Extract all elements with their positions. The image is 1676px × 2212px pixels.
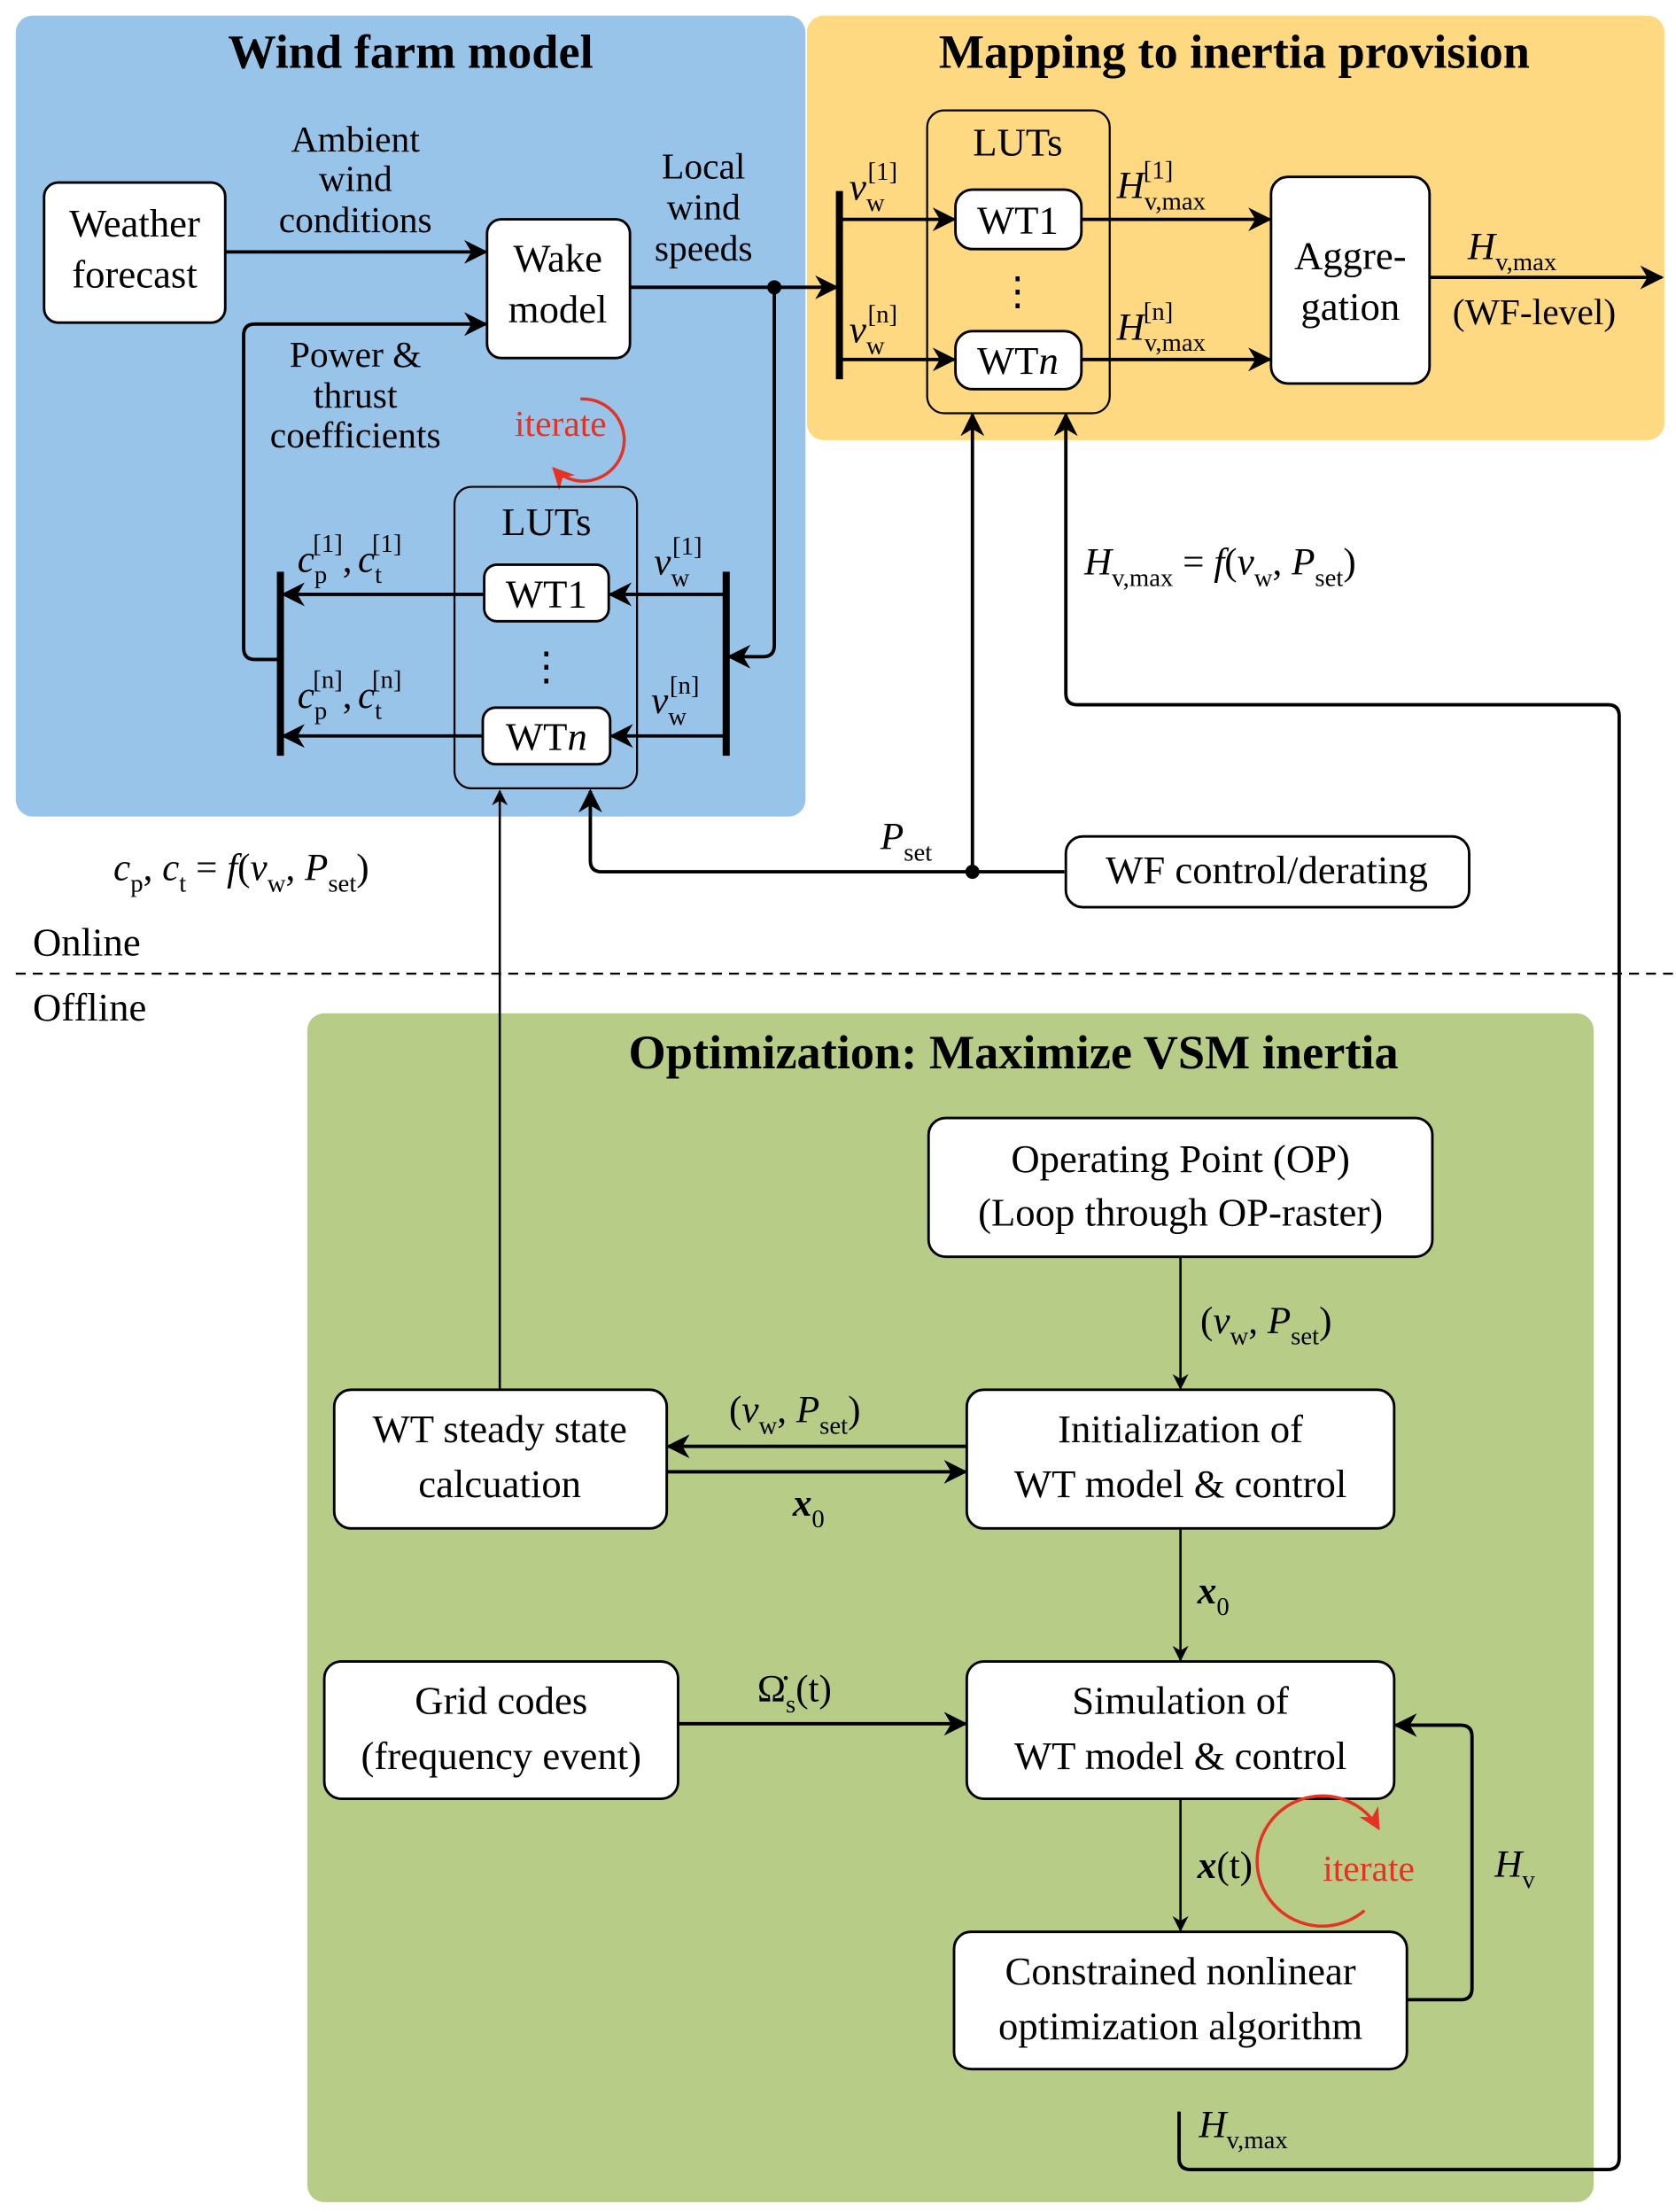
- wf-wtn-box: WTn: [481, 706, 612, 766]
- optimization-algorithm-box: Constrained nonlinear optimization algor…: [952, 1930, 1408, 2071]
- opt-line2: optimization algorithm: [998, 2004, 1362, 2048]
- aggregation-box: Aggre- gation: [1269, 175, 1432, 385]
- operating-point-box: Operating Point (OP) (Loop through OP-ra…: [927, 1116, 1434, 1259]
- mapping-title: Mapping to inertia provision: [939, 26, 1530, 79]
- hmax-eq-label: Hv,max = f(vw, Pset): [1083, 542, 1356, 593]
- grid-line2: (frequency event): [361, 1734, 641, 1778]
- wf-control-label: WF control/derating: [1106, 848, 1428, 892]
- svg-text:WTn: WTn: [506, 715, 587, 759]
- coeff-line2: thrust: [314, 375, 398, 415]
- wake-box-line1: Wake: [513, 237, 602, 281]
- ambient-line2: wind: [319, 159, 392, 199]
- wf-cpn-ctn-label: cp[n],ct[n]: [298, 665, 402, 725]
- wf-vw1-label: vw[1]: [654, 532, 702, 592]
- weather-box-line2: forecast: [72, 252, 198, 296]
- coefficients-label: Power & thrust coefficients: [270, 334, 441, 455]
- ambient-line1: Ambient: [291, 119, 421, 159]
- map-luts-group: [926, 109, 1111, 415]
- map-output-note: (WF-level): [1453, 291, 1616, 333]
- iterate-label-wf: iterate: [515, 403, 607, 444]
- weather-forecast-box: Weather forecast: [43, 181, 227, 324]
- cpct-eq-label: cp, ct = f(vw, Pset): [113, 848, 369, 898]
- xt-label: x(t): [1197, 1845, 1253, 1887]
- map-output-label: Hv,max: [1467, 226, 1557, 276]
- junction-dot-pset: [965, 865, 980, 880]
- wind-farm-title: Wind farm model: [228, 26, 593, 79]
- init-line2: WT model & control: [1014, 1462, 1346, 1506]
- svg-text:WTn: WTn: [977, 338, 1059, 383]
- map-wtn-box: WTn: [954, 330, 1083, 391]
- wake-box-line2: model: [508, 287, 608, 331]
- hmax-offline-label: Hv,max: [1198, 2104, 1288, 2154]
- op-line1: Operating Point (OP): [1011, 1137, 1350, 1181]
- steady-line2: calcuation: [418, 1462, 581, 1506]
- map-hn-label: Hv,max[n]: [1116, 298, 1207, 357]
- local-wind-label: Local wind speeds: [655, 145, 753, 268]
- map-wtn-prefix: WT: [977, 338, 1039, 383]
- sim-line2: WT model & control: [1014, 1734, 1346, 1778]
- iterate-loop-wind-farm: iterate: [515, 397, 626, 491]
- wf-cp1-ct1-label: cp[1],ct[1]: [298, 530, 402, 589]
- sim-line1: Simulation of: [1072, 1679, 1289, 1723]
- local-line3: speeds: [655, 228, 753, 268]
- iterate-loop-optimization: iterate: [1255, 1794, 1415, 1928]
- arrow-coeff-to-wake: [242, 312, 488, 662]
- aggregation-line2: gation: [1300, 284, 1400, 329]
- arrow-local-to-lut-bus: [726, 287, 777, 669]
- map-luts-title: LUTs: [973, 120, 1062, 165]
- wf-wt1-label: WT1: [506, 571, 587, 616]
- simulation-box: Simulation of WT model & control: [965, 1660, 1396, 1800]
- x0-label: x0: [792, 1483, 825, 1533]
- wf-control-box: WF control/derating: [1064, 834, 1470, 909]
- wf-vwn-label: vw[n]: [651, 671, 699, 731]
- grid-codes-box: Grid codes (frequency event): [322, 1660, 679, 1800]
- x0-down-label: x0: [1197, 1571, 1230, 1621]
- iterate-label-opt: iterate: [1323, 1848, 1415, 1889]
- omega-label: Ω̇s(t): [757, 1668, 832, 1719]
- wf-luts-title: LUTs: [501, 500, 591, 544]
- initialization-box: Initialization of WT model & control: [965, 1388, 1396, 1530]
- ambient-wind-label: Ambient wind conditions: [279, 119, 432, 240]
- arrow-hmax-to-map-luts: [1053, 412, 1621, 2171]
- mapping-panel: [806, 15, 1664, 440]
- wf-wt1-box: WT1: [483, 563, 610, 623]
- op-line2: (Loop through OP-raster): [978, 1190, 1383, 1234]
- steady-state-box: WT steady state calcuation: [332, 1388, 669, 1530]
- map-vwn-label: vw[n]: [850, 300, 897, 360]
- map-vw1-label: vw[1]: [850, 158, 897, 217]
- steady-line1: WT steady state: [373, 1407, 627, 1451]
- coeff-line3: coefficients: [270, 415, 441, 455]
- map-wt1-label: WT1: [977, 198, 1059, 243]
- wake-model-box: Wake model: [485, 218, 632, 360]
- coeff-line1: Power &: [290, 334, 422, 375]
- map-dots: ⋮: [998, 268, 1038, 313]
- local-line1: Local: [662, 145, 746, 186]
- to-steady-label: (vw, Pset): [729, 1390, 861, 1440]
- pset-label: Pset: [880, 817, 932, 867]
- opt-line1: Constrained nonlinear: [1005, 1949, 1356, 1993]
- optimization-title: Optimization: Maximize VSM inertia: [629, 1026, 1399, 1079]
- hv-label: Hv: [1494, 1843, 1535, 1894]
- wf-wtn-prefix: WT: [506, 715, 568, 759]
- arrow-pset-to-wf-luts: [578, 788, 1065, 874]
- grid-line1: Grid codes: [415, 1679, 587, 1723]
- iterate-arrow-icon: [1255, 1794, 1380, 1928]
- aggregation-line1: Aggre-: [1294, 234, 1407, 278]
- wf-luts-group: [453, 485, 639, 789]
- online-label: Online: [33, 920, 141, 964]
- ambient-line3: conditions: [279, 199, 432, 240]
- map-wtn-suffix: n: [1038, 338, 1058, 383]
- arrow-opt-to-sim-hv: [1393, 1713, 1474, 2002]
- op-arrow-label: (vw, Pset): [1200, 1300, 1332, 1351]
- iterate-arrow-icon: [552, 397, 626, 491]
- wf-wtn-suffix: n: [567, 715, 586, 759]
- map-wt1-box: WT1: [954, 188, 1083, 251]
- init-line1: Initialization of: [1058, 1407, 1303, 1451]
- local-line2: wind: [667, 187, 741, 228]
- offline-label: Offline: [33, 985, 146, 1029]
- map-h1-label: Hv,max[1]: [1116, 156, 1207, 215]
- wf-dots: ⋮: [527, 644, 567, 688]
- weather-box-line1: Weather: [69, 201, 200, 245]
